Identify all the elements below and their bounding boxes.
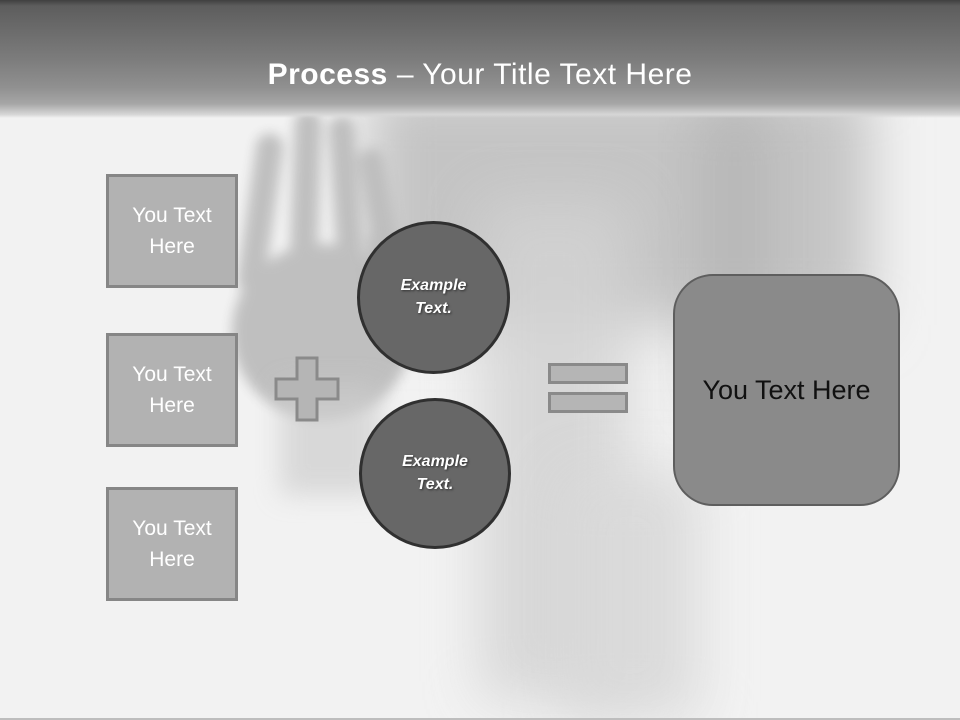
example-circle-1-label: Example Text. <box>400 277 467 317</box>
example-circle-1: Example Text. <box>357 221 510 374</box>
result-box-label: You Text Here <box>702 374 871 405</box>
input-box-3: You Text Here <box>106 487 238 601</box>
input-box-1: You Text Here <box>106 174 238 288</box>
example-circle-2-label: Example Text. <box>402 453 468 493</box>
plus-icon <box>274 356 340 422</box>
input-box-2: You Text Here <box>106 333 238 447</box>
input-box-1-label: You Text Here <box>132 203 212 258</box>
slide-title-bold: Process <box>267 58 388 91</box>
example-circle-2: Example Text. <box>359 398 511 549</box>
slide-title-rest: – Your Title Text Here <box>396 58 693 91</box>
result-box: You Text Here <box>673 274 900 506</box>
title-band: Process– Your Title Text Here <box>0 0 960 118</box>
slide-bottom-edge <box>0 718 960 720</box>
equals-bar-top <box>548 363 628 384</box>
input-box-3-label: You Text Here <box>132 516 212 571</box>
input-box-2-label: You Text Here <box>132 362 212 417</box>
equals-icon <box>548 363 628 414</box>
equals-bar-bottom <box>548 392 628 413</box>
slide-title: Process– Your Title Text Here <box>0 56 960 94</box>
